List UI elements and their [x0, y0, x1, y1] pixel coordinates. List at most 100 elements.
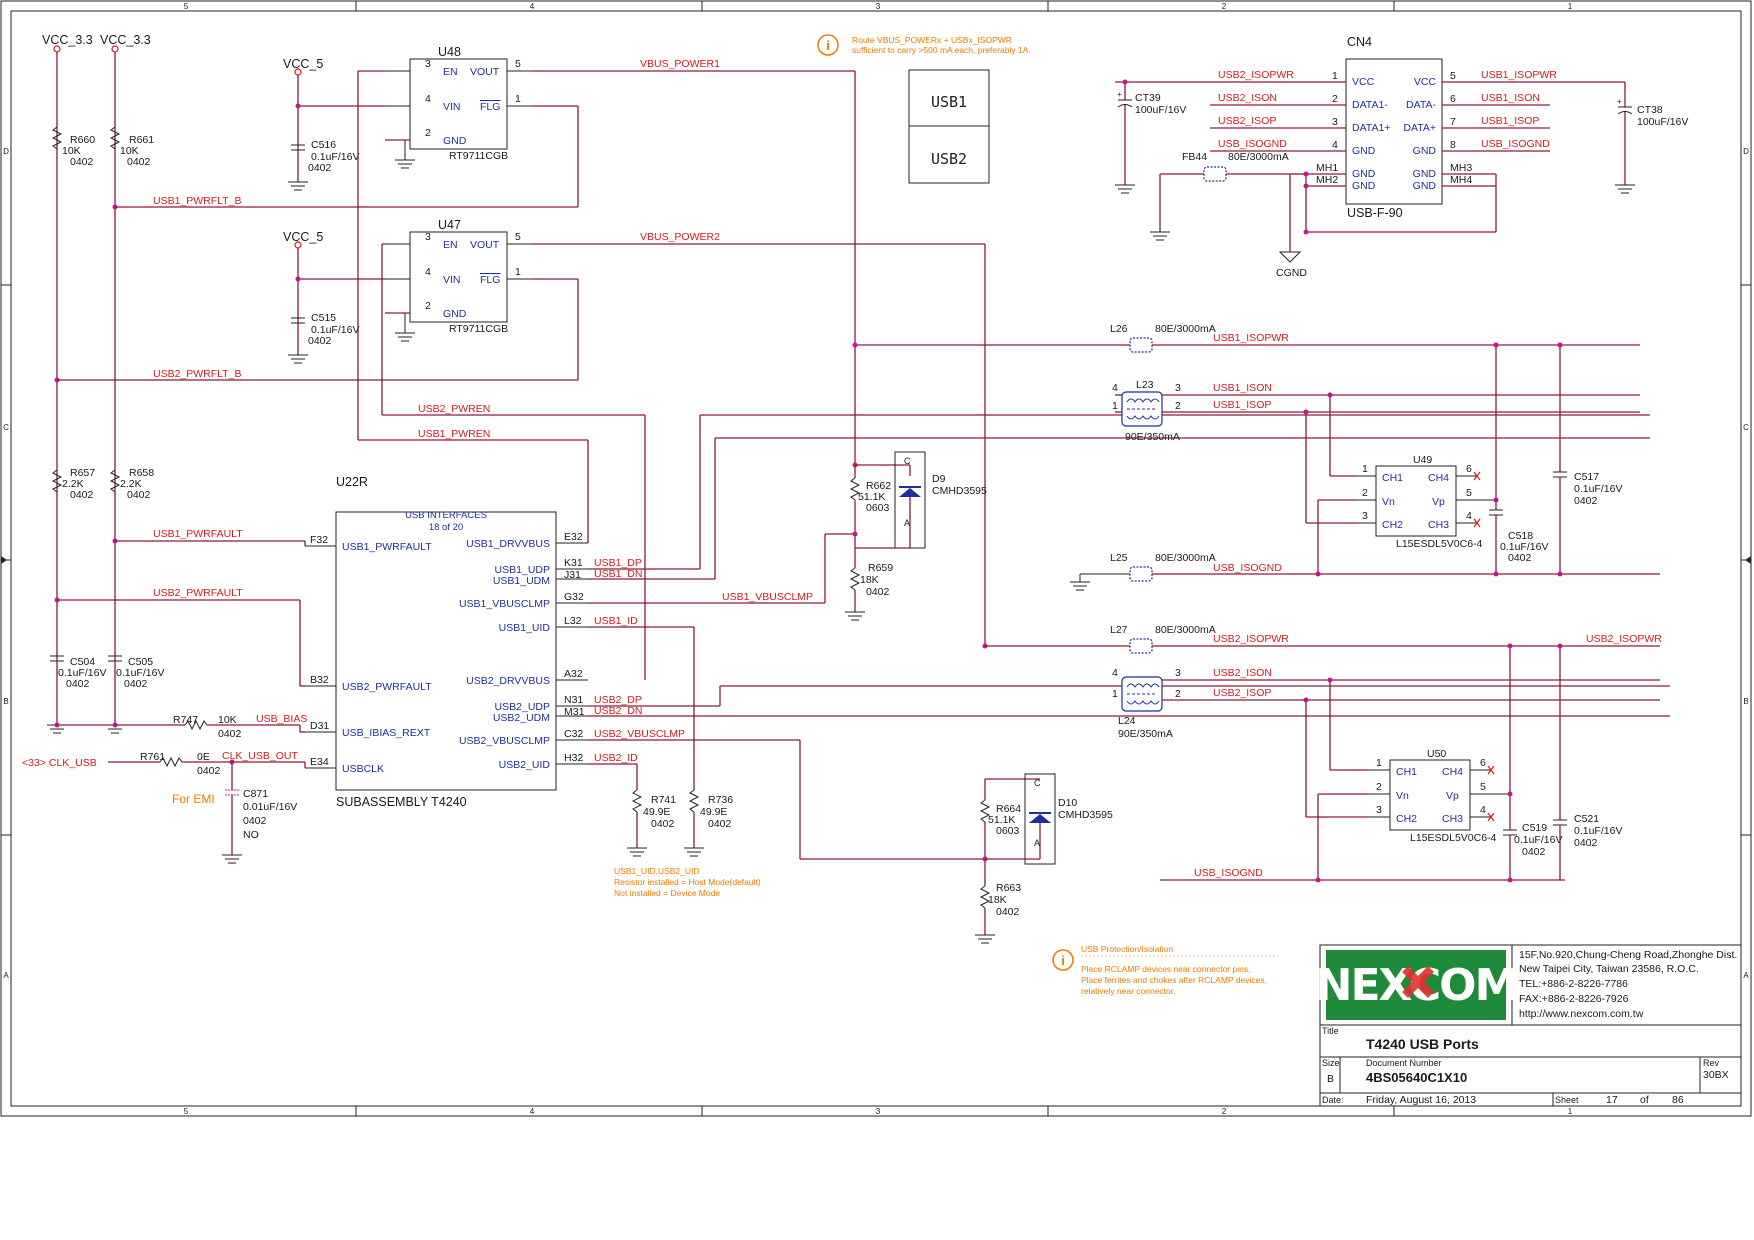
svg-text:CH1: CH1: [1382, 472, 1403, 484]
svg-text:0402: 0402: [1508, 552, 1532, 564]
svg-text:0.01uF/16V: 0.01uF/16V: [243, 801, 297, 813]
svg-text:CH4: CH4: [1442, 766, 1463, 778]
svg-text:USB1_PWRFAULT: USB1_PWRFAULT: [342, 541, 432, 553]
svg-text:DATA+: DATA+: [1403, 122, 1436, 134]
svg-text:80E/3000mA: 80E/3000mA: [1228, 151, 1289, 163]
svg-text:USB2_ISOP: USB2_ISOP: [1218, 115, 1276, 127]
svg-text:100uF/16V: 100uF/16V: [1135, 104, 1186, 116]
svg-text:80E/3000mA: 80E/3000mA: [1155, 552, 1216, 564]
svg-text:USB2_UDM: USB2_UDM: [493, 712, 550, 724]
svg-text:49.9E: 49.9E: [700, 806, 727, 818]
svg-text:USB_ISOGND: USB_ISOGND: [1218, 138, 1287, 150]
svg-text:90E/350mA: 90E/350mA: [1118, 728, 1173, 740]
zone-number: 2: [1222, 2, 1227, 11]
ref-cn4: CN4: [1347, 35, 1372, 49]
svg-text:USB2_ISON: USB2_ISON: [1218, 92, 1277, 104]
power-label-vcc33: VCC_3.3: [42, 33, 93, 47]
net-label-vbus-power2: VBUS_POWER2: [640, 231, 720, 243]
ref-r747: R747: [173, 714, 198, 726]
svg-text:1: 1: [1376, 757, 1382, 769]
net-label-usb2-pwren: USB2_PWREN: [418, 403, 490, 415]
svg-text:2: 2: [1175, 688, 1181, 700]
vbus-clamp-2: C A D10 CMHD3595 R664 51.1K 0603 R663 18…: [975, 643, 1113, 944]
svg-text:A32: A32: [564, 668, 583, 680]
svg-text:5: 5: [1480, 781, 1486, 793]
zone-letter: D: [3, 147, 9, 156]
ref-r661: R661: [129, 134, 154, 146]
u47-wiring: VCC_5 C515 0.1uF/16V 0402 USB2_PWREN USB…: [57, 230, 986, 680]
resistor-r658: [109, 469, 121, 493]
svg-text:VOUT: VOUT: [470, 239, 500, 251]
svg-text:USB1_VBUSCLMP: USB1_VBUSCLMP: [459, 598, 550, 610]
resistor-r761: [159, 756, 183, 768]
net-label-usb-isognd: USB_ISOGND: [1213, 562, 1282, 574]
svg-text:0.1uF/16V: 0.1uF/16V: [1514, 834, 1562, 846]
sheet-frame: 5 4 3 2 1 5 4 3 2 1 D C B A D C B A: [0, 0, 1752, 1117]
ref-l26: L26: [1110, 323, 1128, 335]
svg-text:CH1: CH1: [1396, 766, 1417, 778]
net-label-usb2-ison: USB2_ISON: [1213, 667, 1272, 679]
ref-c518: C518: [1508, 530, 1533, 542]
svg-text:3: 3: [425, 231, 431, 243]
svg-text:B: B: [1327, 1073, 1334, 1085]
svg-text:1: 1: [1332, 70, 1338, 82]
svg-text:15F,No.920,Chung-Cheng Road,Zh: 15F,No.920,Chung-Cheng Road,Zhonghe Dist…: [1519, 949, 1737, 961]
svg-text:2: 2: [425, 127, 431, 139]
net-label-usb2-id: USB2_ID: [594, 752, 638, 764]
ic-u47: U47 RT9711CGB EN VIN GND VOUT FLG 3 4 2 …: [385, 218, 532, 335]
ref-r663: R663: [996, 882, 1021, 894]
zone-number: 1: [1568, 2, 1573, 11]
svg-text:http://www.nexcom.com.tw: http://www.nexcom.com.tw: [1519, 1008, 1644, 1020]
svg-text:4: 4: [1112, 382, 1118, 394]
ic-part: RT9711CGB: [449, 323, 508, 335]
svg-text:30BX: 30BX: [1703, 1069, 1729, 1081]
ref-c504: C504: [70, 656, 95, 668]
svg-text:USB2_ISOPWR: USB2_ISOPWR: [1218, 69, 1294, 81]
zone-number: 4: [530, 1107, 535, 1116]
svg-text:0.1uF/16V: 0.1uF/16V: [58, 667, 106, 679]
ic-ref: U47: [438, 218, 461, 232]
ref-r736: R736: [708, 794, 733, 806]
svg-text:0402: 0402: [70, 156, 94, 168]
resistor-r659: [849, 567, 861, 591]
svg-text:Place RCLAMP devices near conn: Place RCLAMP devices near connector pins…: [1081, 964, 1250, 974]
svg-text:0E: 0E: [197, 751, 210, 763]
svg-text:A: A: [904, 518, 910, 528]
resistor-r664: [979, 799, 991, 823]
ref-c516: C516: [311, 139, 336, 151]
svg-text:+: +: [1617, 97, 1622, 106]
net-label-usb2-dn: USB2_DN: [594, 705, 642, 717]
ref-r761: R761: [140, 751, 165, 763]
svg-text:MH4: MH4: [1450, 174, 1472, 186]
svg-text:A: A: [1034, 838, 1040, 848]
ref-c505: C505: [128, 656, 153, 668]
svg-text:C: C: [904, 456, 911, 466]
svg-text:0402: 0402: [866, 586, 890, 598]
svg-text:USB_ISOGND: USB_ISOGND: [1481, 138, 1550, 150]
svg-text:DATA1-: DATA1-: [1352, 99, 1388, 111]
svg-text:1: 1: [1112, 688, 1118, 700]
svg-text:FLG: FLG: [480, 101, 500, 113]
zone-number: 3: [876, 1107, 881, 1116]
svg-text:MH1: MH1: [1316, 162, 1338, 174]
svg-text:5: 5: [1450, 70, 1456, 82]
svg-text:2: 2: [1175, 400, 1181, 412]
port-label-box: USB1 USB2: [908, 69, 990, 184]
svg-text:0402: 0402: [1574, 495, 1598, 507]
svg-text:Friday, August 16, 2013: Friday, August 16, 2013: [1366, 1094, 1476, 1106]
svg-text:EN: EN: [443, 66, 458, 78]
zone-letter: A: [1743, 971, 1749, 980]
svg-text:Rev: Rev: [1703, 1058, 1720, 1068]
svg-text:0402: 0402: [243, 815, 267, 827]
svg-text:GND: GND: [443, 308, 467, 320]
resistor-r660: [51, 126, 63, 150]
ferrite-l25: [1129, 566, 1153, 582]
svg-text:VOUT: VOUT: [470, 66, 500, 78]
svg-text:E32: E32: [564, 531, 583, 543]
ref-l25: L25: [1110, 552, 1128, 564]
svg-text:USB1_UID: USB1_UID: [499, 622, 551, 634]
info-icon: [1052, 949, 1074, 971]
svg-text:90E/350mA: 90E/350mA: [1125, 431, 1180, 443]
svg-text:Size: Size: [1322, 1058, 1340, 1068]
svg-text:0.1uF/16V: 0.1uF/16V: [311, 151, 359, 163]
